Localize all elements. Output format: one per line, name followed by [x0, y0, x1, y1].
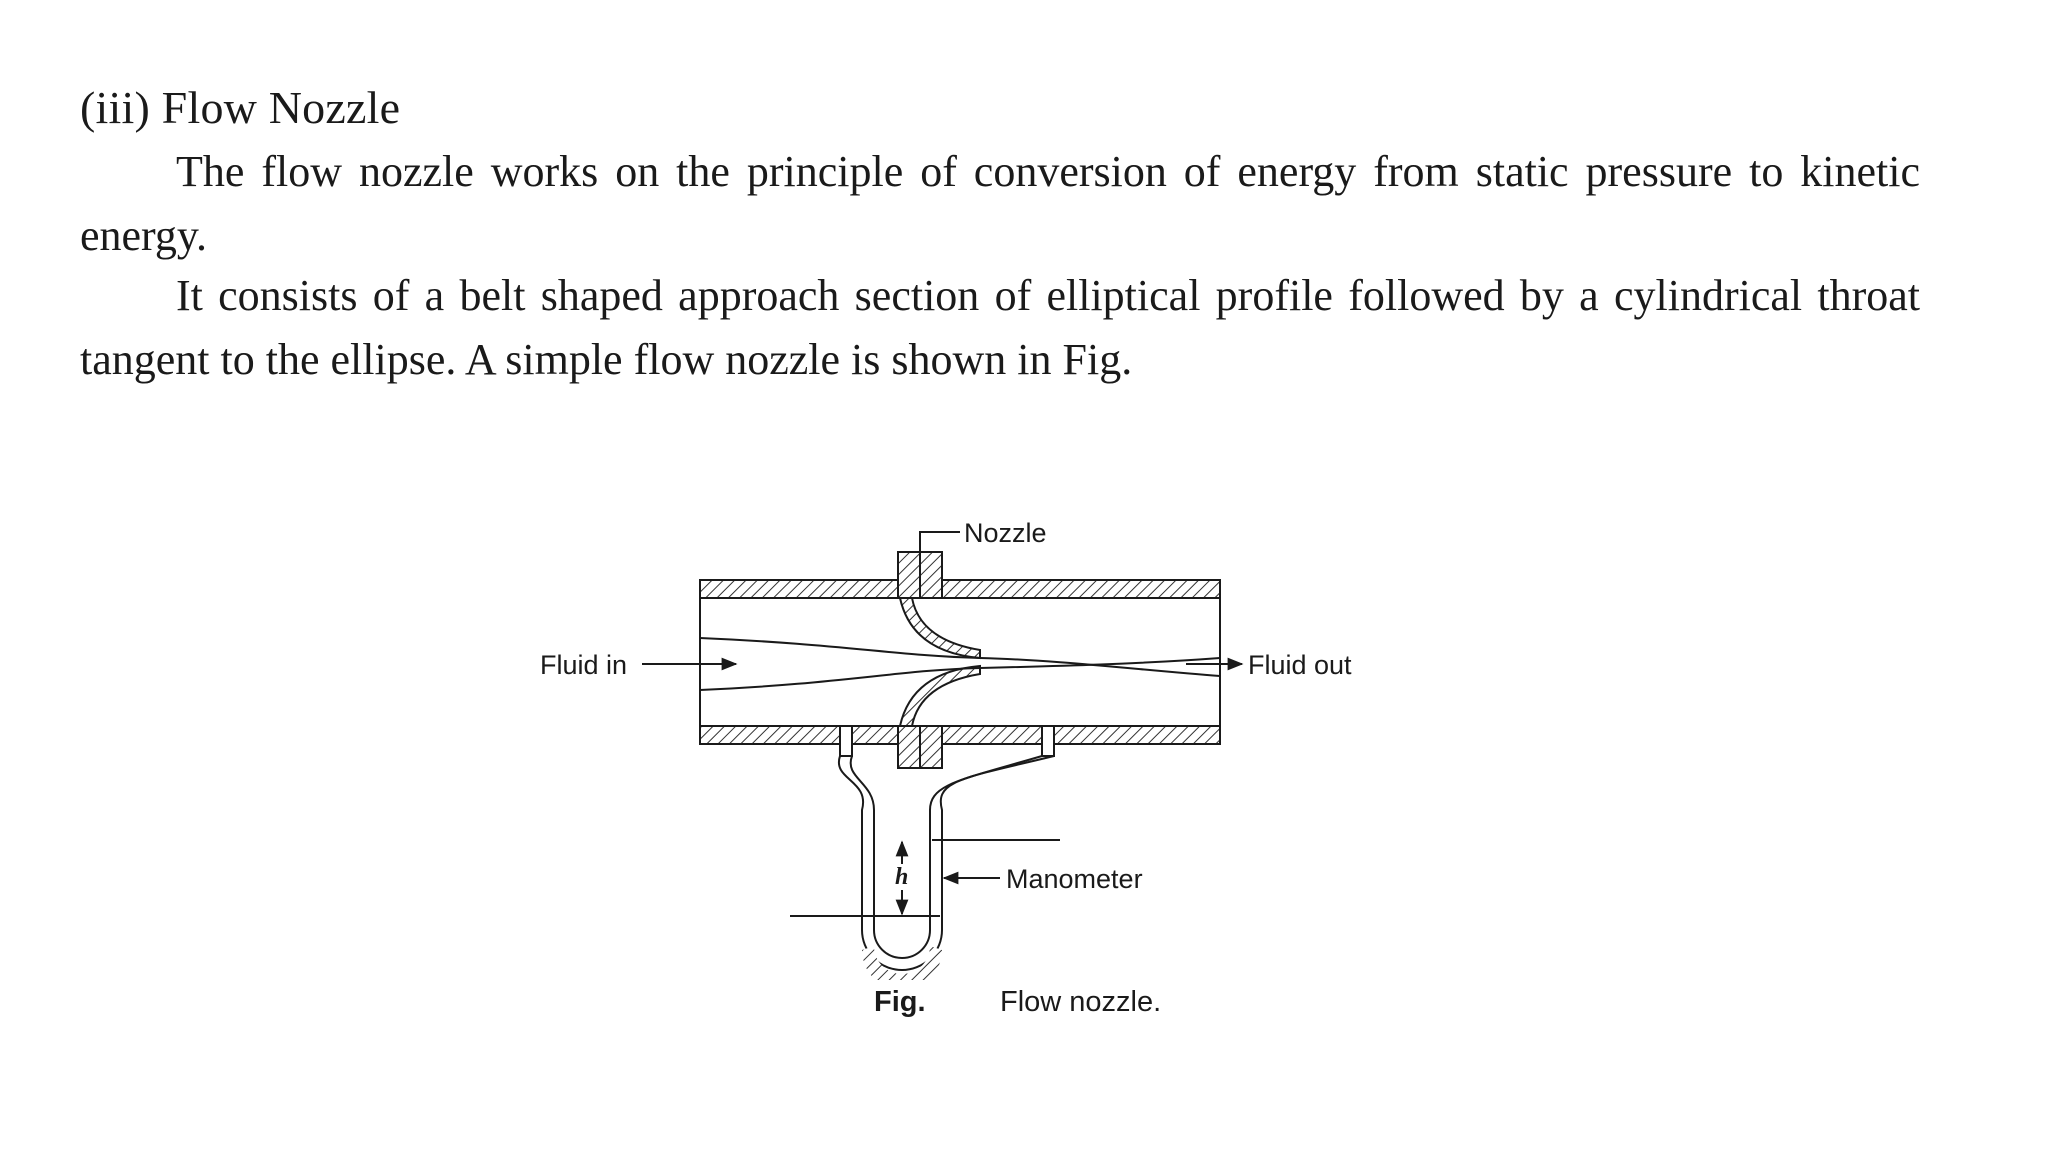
flow-line-lower	[699, 657, 1221, 691]
manometer-tube	[837, 755, 1055, 971]
pipe-bottom-wall	[699, 725, 1221, 745]
flow-nozzle-figure: Nozzle Fluid in Fluid out h M	[540, 480, 1600, 1040]
section-heading: (iii) Flow Nozzle	[80, 82, 401, 133]
nozzle-profile-top	[898, 597, 981, 660]
flow-nozzle-diagram: Nozzle Fluid in Fluid out h M	[540, 518, 1352, 980]
label-fluid-in: Fluid in	[540, 650, 627, 680]
figure-caption-text: Flow nozzle.	[1000, 986, 1162, 1018]
flow-line-upper	[699, 637, 1221, 677]
pipe-top-wall	[699, 579, 1221, 599]
nozzle-profile-bottom	[898, 664, 981, 727]
paragraph-principle: The flow nozzle works on the principle o…	[80, 147, 1920, 260]
label-fluid-out: Fluid out	[1248, 650, 1352, 680]
label-h: h	[895, 864, 908, 890]
paragraph-construction: It consists of a belt shaped approach se…	[80, 271, 1920, 384]
label-nozzle: Nozzle	[964, 518, 1047, 548]
figure-caption-label: Fig.	[874, 986, 926, 1018]
label-manometer: Manometer	[1006, 864, 1143, 894]
